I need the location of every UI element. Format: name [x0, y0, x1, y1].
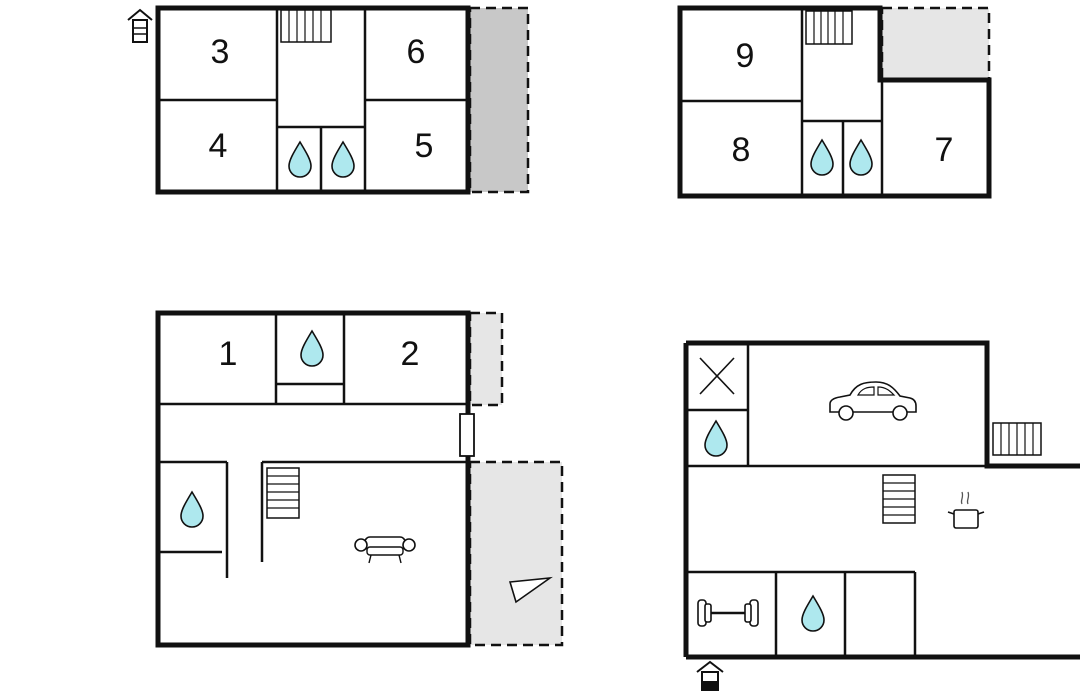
room-4-label: 4 — [209, 127, 228, 165]
sofa-icon — [354, 536, 416, 564]
entrance-icon — [696, 660, 724, 691]
cooking-pot-icon — [947, 491, 985, 529]
stairs-icon — [280, 9, 332, 43]
water-drop-icon — [704, 420, 728, 457]
floor-top-right-outline — [677, 5, 992, 199]
room-8-label: 8 — [732, 131, 751, 169]
stairs-icon — [805, 10, 853, 45]
floor-bottom-right-outline — [683, 340, 1080, 660]
room-7-label: 7 — [935, 131, 954, 169]
room-5-label: 5 — [415, 127, 434, 165]
balcony-bottom-left — [468, 311, 504, 407]
car-icon — [829, 381, 917, 421]
room-2-label: 2 — [401, 335, 420, 373]
floor-bottom-right — [683, 340, 1080, 691]
stairs-icon — [266, 467, 300, 519]
balcony-top-left — [468, 6, 530, 194]
room-1-label: 1 — [219, 335, 238, 373]
room-9-label: 9 — [736, 37, 755, 75]
room-6-label: 6 — [407, 33, 426, 71]
floor-bottom-left-outline — [155, 310, 471, 648]
dumbbell-icon — [697, 599, 759, 627]
floor-bottom-left: 1 2 — [155, 310, 564, 648]
water-drop-icon — [801, 595, 825, 632]
balcony-top-right — [880, 6, 991, 82]
entrance-icon — [127, 8, 153, 43]
floor-top-left: 3 6 4 5 — [127, 5, 530, 195]
floor-top-right: 9 8 7 — [677, 5, 992, 199]
room-3-label: 3 — [211, 33, 230, 71]
terrace-bottom-left — [468, 460, 564, 647]
radiator-icon — [992, 422, 1042, 456]
terrace-chair-icon — [508, 576, 553, 604]
stairs-icon — [882, 474, 916, 524]
cross-icon — [699, 357, 735, 395]
door-icon — [459, 413, 475, 457]
